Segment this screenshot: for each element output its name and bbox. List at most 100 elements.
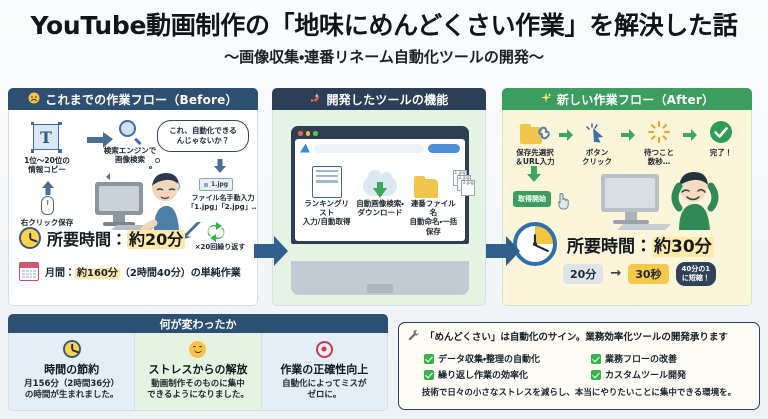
after-time-value: 約30分 xyxy=(652,236,714,257)
panel-tool-body: 1.jpg 2.jpg 3.jpg ランキングリス xyxy=(272,110,486,306)
clock-icon xyxy=(19,227,41,249)
panel-before-body: T 1位～20位の 情報コピー xyxy=(8,110,258,306)
large-clock-icon xyxy=(513,222,557,266)
panel-after: 新しい作業フロー（After） 保存先選択 ＆URL入力 xyxy=(502,88,752,306)
bubble-dot-small xyxy=(149,166,152,169)
folder-link-icon xyxy=(520,122,550,146)
before-time-value: 約20分 xyxy=(127,230,186,249)
connector-arrow-1 xyxy=(254,236,288,266)
url-input[interactable] xyxy=(314,143,424,153)
check-icon xyxy=(591,353,601,364)
file-chip: 1.jpg xyxy=(199,178,234,191)
changed-title-time: 時間の節約 xyxy=(44,363,100,376)
after-step-2: ボタン クリック xyxy=(573,120,621,167)
cta-item-2: 業務フローの改善 xyxy=(591,352,750,365)
changed-title-accuracy: 作業の正確性向上 xyxy=(280,363,369,376)
flow-arrow-icon xyxy=(87,132,113,152)
panel-tool-header: 開発したツールの機能 xyxy=(272,88,486,110)
cta-footer: 技術で日々の小さなストレスを減らし、本当にやりたいことに集中できる環境を。 xyxy=(421,388,737,398)
before-chip: 20分 xyxy=(563,263,604,284)
rocket-icon xyxy=(309,92,321,107)
target-icon xyxy=(267,339,382,359)
page-subtitle: ～画像収集・連番リネーム自動化ツールの開発～ xyxy=(224,48,544,66)
changed-columns: 時間の節約 月156分（2時間36分） の時間が生まれました。 ストレスからの解… xyxy=(8,333,388,411)
panel-after-title: 新しい作業フロー（After） xyxy=(556,92,715,107)
changed-item-accuracy: 作業の正確性向上 自動化によってミスが ゼロに。 xyxy=(261,333,388,411)
after-arrow-3 xyxy=(683,129,697,144)
changed-header: 何が変わったか xyxy=(8,314,388,333)
feature-label-list: ランキングリスト 入力/自動取得 xyxy=(302,198,351,227)
check-icon xyxy=(424,353,434,364)
magnifier-icon xyxy=(119,120,142,146)
smiley-face-icon xyxy=(140,339,255,359)
after-step-4: 完了！ xyxy=(697,120,745,157)
diagonal-arrow-icon xyxy=(181,220,201,244)
after-step-1: 保存先選択 ＆URL入力 xyxy=(511,120,559,167)
cta-section: 「めんどくさい」は自動化のサイン。業務効率化ツールの開発承ります データ収集・整… xyxy=(398,322,760,410)
panel-after-body: 保存先選択 ＆URL入力 xyxy=(502,110,752,306)
panel-after-header: 新しい作業フロー（After） xyxy=(502,88,752,110)
app-toolbar xyxy=(300,143,460,153)
page-title: YouTube動画制作の「地味にめんどくさい作業」を解決した話 xyxy=(30,11,738,40)
cloud-download-icon xyxy=(362,169,397,198)
before-month-row: 月間：約160分（2時間40分）の単純作業 xyxy=(19,262,241,281)
feature-cards: 1.jpg 2.jpg 3.jpg xyxy=(300,158,476,198)
list-icon xyxy=(311,165,342,198)
start-button-label: 取得開始 xyxy=(513,191,551,207)
time-comparison-row: 20分 → 30秒 40分の1 に短縮！ xyxy=(563,262,717,286)
feature-card-download xyxy=(356,160,404,198)
panel-tool: 開発したツールの機能 xyxy=(272,88,486,306)
clock-icon xyxy=(14,339,129,359)
changed-desc-accuracy: 自動化によってミスが ゼロに。 xyxy=(282,379,367,401)
cursor-click-icon xyxy=(585,122,609,146)
changed-desc-time: 月156分（2時間36分） の時間が生まれました。 xyxy=(24,379,120,401)
cta-headline: 「めんどくさい」は自動化のサイン。業務効率化ツールの開発承ります xyxy=(425,331,728,343)
changed-item-stress: ストレスからの解放 動画制作そのものに集中 できるようになりました。 xyxy=(135,333,262,411)
check-circle-icon xyxy=(709,120,733,148)
step-copy-label: 1位～20位の 情報コピー xyxy=(24,156,70,175)
feature-card-files: 1.jpg 2.jpg 3.jpg xyxy=(409,160,476,198)
after-step-3: 待つこと 数秒… xyxy=(635,120,683,167)
app-screen: 1.jpg 2.jpg 3.jpg ランキングリス xyxy=(295,138,476,241)
after-time-row: 所要時間：約30分 xyxy=(513,222,714,266)
panel-tool-title: 開発したツールの機能 xyxy=(326,92,449,107)
go-button[interactable] xyxy=(428,143,460,153)
bubble-dot-large xyxy=(155,158,160,163)
changed-title-stress: ストレスからの解放 xyxy=(148,363,248,376)
comparison-arrow: → xyxy=(610,266,622,282)
sparkles-icon xyxy=(540,92,552,107)
folder-files-icon: 1.jpg 2.jpg 3.jpg xyxy=(414,169,476,198)
feature-labels: ランキングリスト 入力/自動取得 自動画像検索・ ダウンロード 連番ファイル名 … xyxy=(300,198,460,237)
cta-item-3: 繰り返し作業の効率化 xyxy=(424,368,583,381)
alert-sound-icon xyxy=(101,166,113,185)
mouse-icon xyxy=(41,196,54,215)
step-search-label: 検索エンジンで 画像検索 xyxy=(103,146,157,165)
file-rename-label: ファイル名手動入力 「1.jpg」「2.jpg」… xyxy=(187,194,258,211)
up-arrow-icon xyxy=(42,180,54,199)
app-window-mock: 1.jpg 2.jpg 3.jpg ランキングリス xyxy=(291,126,476,244)
after-flow-steps: 保存先選択 ＆URL入力 xyxy=(511,120,745,167)
cta-item-1: データ収集・整理の自動化 xyxy=(424,352,583,365)
monitor-stand xyxy=(291,261,469,295)
step-save-label: 右クリック保存 xyxy=(20,218,74,227)
calendar-icon xyxy=(19,262,39,281)
panels-row: これまでの作業フロー（Before） T 1位～20位の 情報コピー xyxy=(8,88,760,306)
connector-arrow-2 xyxy=(486,236,520,266)
repeat-count-label: ×20回繰り返す xyxy=(194,243,246,251)
cta-headline-row: 「めんどくさい」は自動化のサイン。業務効率化ツールの開発承ります xyxy=(408,329,750,346)
feature-label-download: 自動画像検索・ ダウンロード xyxy=(356,198,404,217)
maximize-dot-icon xyxy=(313,131,318,136)
text-copy-illustration: T xyxy=(30,121,62,153)
after-arrow-1 xyxy=(559,129,573,144)
hand-cursor-icon xyxy=(555,192,571,214)
before-month-rest: （2時間40分）の単純作業 xyxy=(119,268,241,279)
file-page-3: 3.jpg xyxy=(461,179,476,196)
tired-person-illustration xyxy=(93,168,203,242)
start-button[interactable]: 取得開始 xyxy=(513,186,551,207)
title-block: YouTube動画制作の「地味にめんどくさい作業」を解決した話 ～画像収集・連番… xyxy=(0,0,768,67)
worried-face-icon xyxy=(28,92,40,107)
close-dot-icon xyxy=(298,131,303,136)
feature-label-files: 連番ファイル名 自動命名・一括保存 xyxy=(409,198,458,236)
check-icon xyxy=(424,369,434,380)
